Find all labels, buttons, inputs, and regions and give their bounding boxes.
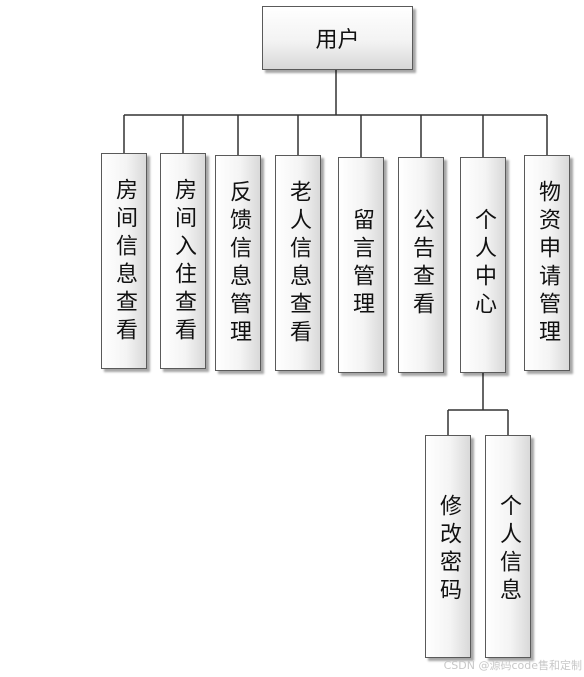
node-personal-info: 个人信息 <box>485 435 531 658</box>
node-label: 公告查看 <box>409 208 434 320</box>
node-label: 物资申请管理 <box>535 180 560 348</box>
root-node-label: 用户 <box>315 28 360 53</box>
node-label: 房间信息查看 <box>112 178 137 346</box>
node-label: 修改密码 <box>436 494 461 606</box>
node-label: 留言管理 <box>349 208 374 320</box>
node-label: 个人中心 <box>471 208 496 320</box>
node-announcement-view: 公告查看 <box>398 157 444 373</box>
node-label: 老人信息查看 <box>286 180 311 348</box>
node-label: 房间入住查看 <box>171 178 196 346</box>
node-personal-center: 个人中心 <box>460 157 506 373</box>
node-label: 反馈信息管理 <box>226 180 251 348</box>
root-node-user: 用户 <box>262 6 413 70</box>
node-label: 个人信息 <box>496 494 521 606</box>
node-supply-request-management: 物资申请管理 <box>524 155 570 371</box>
node-change-password: 修改密码 <box>425 435 471 658</box>
node-elder-info-view: 老人信息查看 <box>275 155 321 371</box>
node-room-checkin-view: 房间入住查看 <box>160 153 206 369</box>
node-room-info-view: 房间信息查看 <box>101 153 147 369</box>
watermark: CSDN @源码code售和定制 <box>443 659 582 672</box>
node-message-management: 留言管理 <box>338 157 384 373</box>
node-feedback-management: 反馈信息管理 <box>215 155 261 371</box>
